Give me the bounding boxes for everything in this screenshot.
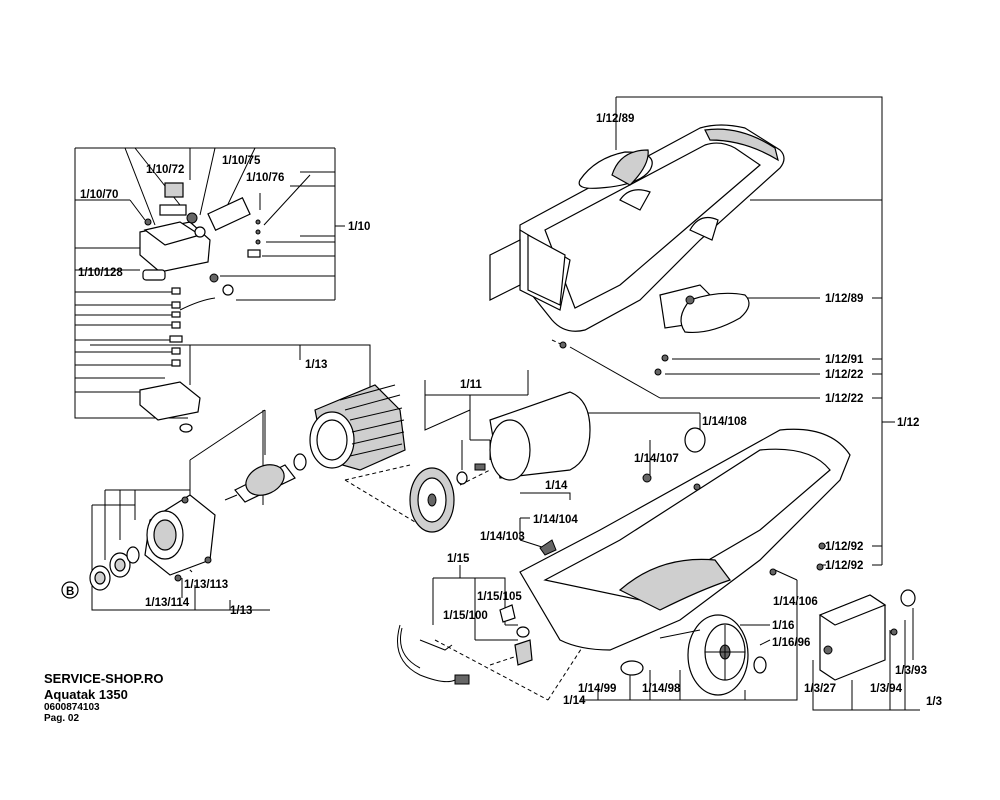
label-1-15: 1/15 bbox=[447, 553, 470, 565]
motor-stator-part bbox=[309, 384, 406, 471]
label-1-10-70: 1/10/70 bbox=[80, 189, 118, 201]
label-1-3-94: 1/3/94 bbox=[870, 683, 903, 695]
leader-lines bbox=[74, 96, 920, 711]
label-1-13-bottom: 1/13 bbox=[230, 605, 252, 617]
label-1-12-22-b: 1/12/22 bbox=[825, 393, 863, 405]
lower-base-part bbox=[519, 427, 851, 651]
label-1-14-top: 1/14 bbox=[545, 480, 568, 492]
bearing-shield-part bbox=[144, 494, 216, 582]
label-1-10-72: 1/10/72 bbox=[146, 164, 184, 176]
label-1-14-107: 1/14/107 bbox=[634, 453, 679, 465]
wheel-part bbox=[620, 614, 767, 696]
label-1-13-114: 1/13/114 bbox=[145, 597, 190, 609]
label-1-15-100: 1/15/100 bbox=[443, 610, 488, 622]
label-1-10: 1/10 bbox=[348, 221, 370, 233]
label-1-10-76: 1/10/76 bbox=[246, 172, 284, 184]
label-1-3: 1/3 bbox=[926, 696, 942, 708]
label-1-12: 1/12 bbox=[897, 417, 919, 429]
part-labels: 1/12/89 1/12/89 1/12/91 1/12/22 1/12/22 … bbox=[66, 113, 942, 708]
switch-box-part bbox=[139, 182, 261, 296]
footer-shop-name: SERVICE-SHOP.RO bbox=[44, 671, 164, 686]
rotor-shaft-part bbox=[224, 453, 307, 503]
handle-grip-part bbox=[659, 284, 750, 334]
footer-model-name: Aquatak 1350 bbox=[44, 687, 128, 702]
label-1-16: 1/16 bbox=[772, 620, 794, 632]
label-1-14-108: 1/14/108 bbox=[702, 416, 747, 428]
label-1-12-91: 1/12/91 bbox=[825, 354, 864, 366]
label-1-10-128: 1/10/128 bbox=[78, 267, 123, 279]
label-1-12-92-b: 1/12/92 bbox=[825, 560, 863, 572]
label-1-12-22-a: 1/12/22 bbox=[825, 369, 863, 381]
label-1-14-104: 1/14/104 bbox=[533, 514, 578, 526]
upper-housing-part bbox=[489, 124, 785, 332]
impeller-fan-part bbox=[409, 463, 486, 533]
label-1-13-113: 1/13/113 bbox=[184, 579, 228, 591]
label-1-14-99: 1/14/99 bbox=[578, 683, 616, 695]
label-b-circle: B bbox=[66, 586, 74, 598]
label-1-14-98: 1/14/98 bbox=[642, 683, 681, 695]
housing-screws bbox=[559, 341, 669, 376]
label-1-13-top: 1/13 bbox=[305, 359, 327, 371]
label-1-10-75: 1/10/75 bbox=[222, 155, 261, 167]
label-1-14-103: 1/14/103 bbox=[480, 531, 525, 543]
footer-part-number: 0600874103 bbox=[44, 702, 100, 713]
stacked-washers-part bbox=[139, 287, 216, 433]
bearing-set-part bbox=[61, 546, 140, 599]
label-1-11: 1/11 bbox=[460, 379, 482, 391]
fan-cylinder-part bbox=[489, 391, 591, 481]
label-1-14-106: 1/14/106 bbox=[773, 596, 818, 608]
label-1-16-96: 1/16/96 bbox=[772, 637, 810, 649]
power-cable-part bbox=[397, 604, 533, 685]
label-1-3-93: 1/3/93 bbox=[895, 665, 927, 677]
footer-page-number: Pag. 02 bbox=[44, 713, 80, 724]
label-1-12-92-a: 1/12/92 bbox=[825, 541, 863, 553]
label-1-15-105: 1/15/105 bbox=[477, 591, 522, 603]
label-1-14-bottom: 1/14 bbox=[563, 695, 586, 707]
capacitor-box-part bbox=[818, 589, 916, 681]
label-1-3-27: 1/3/27 bbox=[804, 683, 836, 695]
label-1-12-89-top: 1/12/89 bbox=[596, 113, 634, 125]
label-1-12-89-right: 1/12/89 bbox=[825, 293, 863, 305]
